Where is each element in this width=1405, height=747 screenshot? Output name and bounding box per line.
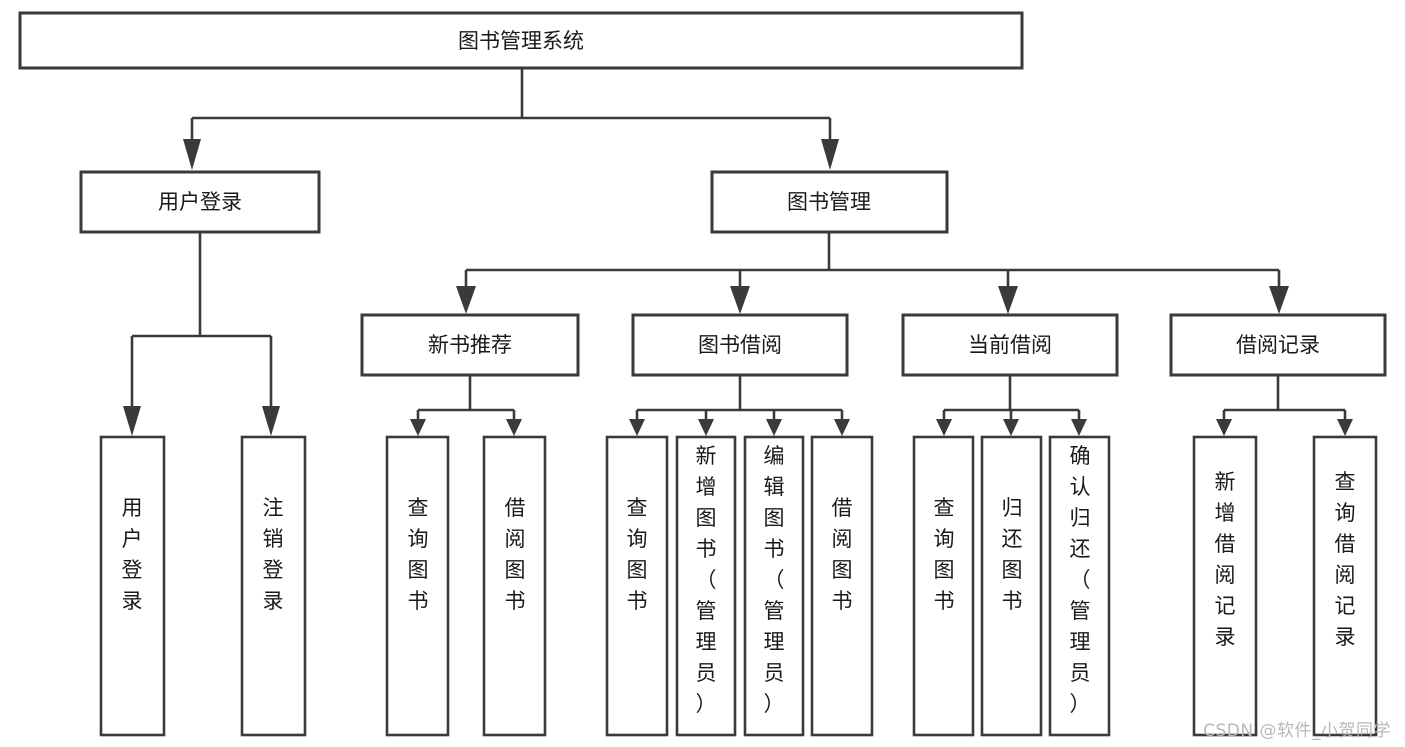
connector-bookmgmt-bus xyxy=(464,232,1281,286)
arrow-root-to-bookmgmt xyxy=(821,139,839,170)
arrow-bookmgmt-to-current xyxy=(998,286,1018,314)
leaf-node-5-box[interactable] xyxy=(605,435,669,737)
leaf-node-7-label: 编辑图书（管理员） xyxy=(764,444,785,716)
node-bookmgmt-box[interactable] xyxy=(710,170,949,234)
node-bookmgmt[interactable]: 图书管理 xyxy=(710,170,949,234)
connector-borrow-bus xyxy=(635,375,844,420)
leaf-node-9-label: 查询图书 xyxy=(934,496,955,613)
leaf-node-7[interactable]: 编辑图书（管理员） xyxy=(743,435,805,737)
leaf-node-9-box[interactable] xyxy=(912,435,975,737)
csdn-watermark: CSDN @软件_小贺同学 xyxy=(1203,721,1391,741)
node-current-label: 当前借阅 xyxy=(968,333,1052,357)
leaf-node-8-label: 借阅图书 xyxy=(832,496,853,613)
leaf-node-7-box[interactable] xyxy=(743,435,805,737)
arrow-newbook-to-leaf-4 xyxy=(506,419,522,436)
leaf-node-8-box[interactable] xyxy=(810,435,874,737)
leaf-node-12-label: 新增借阅记录 xyxy=(1215,470,1236,649)
node-newbook-box[interactable] xyxy=(360,313,580,377)
leaf-node-5-label: 查询图书 xyxy=(627,496,648,613)
leaf-node-6[interactable]: 新增图书（管理员） xyxy=(675,435,737,737)
leaf-node-10[interactable]: 归还图书 xyxy=(980,435,1043,737)
node-borrow[interactable]: 图书借阅 xyxy=(631,313,849,377)
leaf-node-5[interactable]: 查询图书 xyxy=(605,435,669,737)
leaf-node-3-box[interactable] xyxy=(385,435,450,737)
node-login-label: 用户登录 xyxy=(158,190,242,214)
node-login-box[interactable] xyxy=(79,170,321,234)
leaf-node-9[interactable]: 查询图书 xyxy=(912,435,975,737)
leaf-node-13-label: 查询借阅记录 xyxy=(1335,470,1356,649)
leaf-node-13-box[interactable] xyxy=(1312,435,1378,737)
node-root-label: 图书管理系统 xyxy=(458,29,584,53)
node-borrow-box[interactable] xyxy=(631,313,849,377)
leaf-node-12-box[interactable] xyxy=(1192,435,1258,737)
arrow-borrow-to-leaf-8 xyxy=(834,419,850,436)
leaf-node-3-label: 查询图书 xyxy=(408,496,429,613)
node-bookmgmt-label: 图书管理 xyxy=(787,190,871,214)
leaf-node-10-label: 归还图书 xyxy=(1002,496,1023,613)
arrow-bookmgmt-to-borrow xyxy=(730,286,750,314)
arrow-root-to-login xyxy=(183,139,201,170)
node-record-label: 借阅记录 xyxy=(1236,333,1320,357)
node-login[interactable]: 用户登录 xyxy=(79,170,321,234)
arrow-login-to-leaf-2 xyxy=(262,406,280,436)
arrow-current-to-leaf-9 xyxy=(936,419,952,436)
leaf-node-2-label: 注销登录 xyxy=(263,496,284,613)
leaf-node-11-box[interactable] xyxy=(1048,435,1111,737)
node-newbook-label: 新书推荐 xyxy=(428,333,512,357)
node-record[interactable]: 借阅记录 xyxy=(1169,313,1387,377)
leaf-node-1-label: 用户登录 xyxy=(122,496,143,613)
arrow-newbook-to-leaf-3 xyxy=(410,419,426,436)
leaf-node-8[interactable]: 借阅图书 xyxy=(810,435,874,737)
node-record-box[interactable] xyxy=(1169,313,1387,377)
leaf-node-3[interactable]: 查询图书 xyxy=(385,435,450,737)
connector-login-bus xyxy=(130,232,273,406)
node-root-box[interactable] xyxy=(18,11,1024,70)
leaf-node-11[interactable]: 确认归还（管理员） xyxy=(1048,435,1111,737)
leaf-node-6-box[interactable] xyxy=(675,435,737,737)
leaf-node-2[interactable]: 注销登录 xyxy=(240,435,307,737)
connector-current-bus xyxy=(942,375,1081,420)
leaf-node-4-box[interactable] xyxy=(482,435,547,737)
leaf-node-4[interactable]: 借阅图书 xyxy=(482,435,547,737)
leaf-node-4-label: 借阅图书 xyxy=(505,496,526,613)
arrow-record-to-leaf-13 xyxy=(1337,419,1353,436)
arrow-bookmgmt-to-record xyxy=(1269,286,1289,314)
connector-record-bus xyxy=(1222,375,1347,420)
leaf-node-1-box[interactable] xyxy=(99,435,166,737)
arrow-current-to-leaf-11 xyxy=(1071,419,1087,436)
node-newbook[interactable]: 新书推荐 xyxy=(360,313,580,377)
node-current[interactable]: 当前借阅 xyxy=(901,313,1119,377)
arrow-borrow-to-leaf-6 xyxy=(698,419,714,436)
node-root[interactable]: 图书管理系统 xyxy=(18,11,1024,70)
leaf-node-13[interactable]: 查询借阅记录 xyxy=(1312,435,1378,737)
leaf-node-10-box[interactable] xyxy=(980,435,1043,737)
leaf-node-1[interactable]: 用户登录 xyxy=(99,435,166,737)
arrow-login-to-leaf-1 xyxy=(123,406,141,436)
node-borrow-label: 图书借阅 xyxy=(698,333,782,357)
leaf-node-2-box[interactable] xyxy=(240,435,307,737)
arrow-borrow-to-leaf-5 xyxy=(629,419,645,436)
connector-layer xyxy=(123,68,1353,436)
leaf-node-11-label: 确认归还（管理员） xyxy=(1070,444,1091,716)
leaf-node-6-label: 新增图书（管理员） xyxy=(696,444,717,716)
arrow-record-to-leaf-12 xyxy=(1216,419,1232,436)
arrow-current-to-leaf-10 xyxy=(1003,419,1019,436)
leaf-node-12[interactable]: 新增借阅记录 xyxy=(1192,435,1258,737)
arrow-borrow-to-leaf-7 xyxy=(766,419,782,436)
node-current-box[interactable] xyxy=(901,313,1119,377)
connector-newbook-bus xyxy=(416,375,516,420)
arrow-bookmgmt-to-newbook xyxy=(456,286,476,314)
connector-root-bus xyxy=(190,68,832,139)
